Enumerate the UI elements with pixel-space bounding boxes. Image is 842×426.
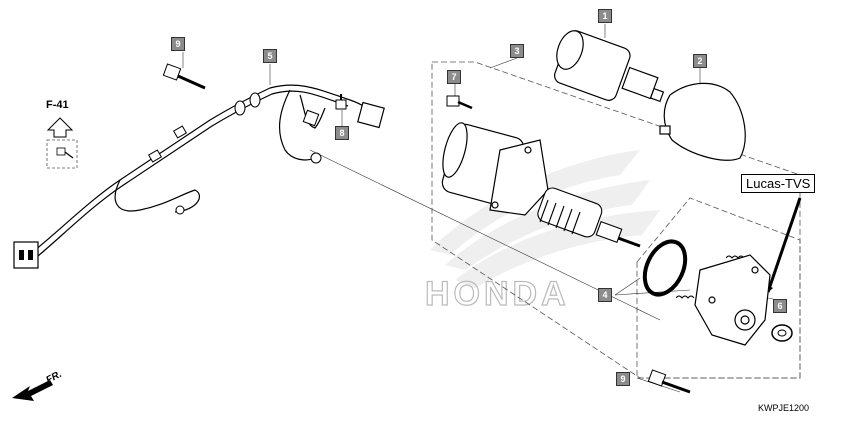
bolt-8	[335, 94, 347, 110]
brand-tag: Lucas-TVS	[741, 174, 816, 193]
starter-terminal-icon	[357, 101, 385, 129]
starter-motor-yoke	[441, 122, 549, 216]
wire-harness	[34, 84, 379, 257]
bolt-9-bottom	[647, 369, 691, 394]
bolt-7	[446, 95, 473, 110]
washer-6	[771, 324, 793, 342]
front-direction-arrow-icon	[12, 380, 53, 401]
reference-label[interactable]: F-41	[46, 99, 69, 111]
springs	[675, 255, 745, 299]
diagram-code: KWPJE1200	[758, 403, 810, 413]
starter-clutch-1	[554, 30, 665, 103]
connector-icon	[13, 241, 39, 269]
callout-3[interactable]: 3	[510, 44, 524, 58]
cover-2	[659, 82, 746, 161]
callout-8[interactable]: 8	[335, 126, 349, 140]
callout-7[interactable]: 7	[447, 70, 461, 84]
end-cover	[694, 254, 771, 346]
small-bolt-icon	[56, 147, 74, 159]
bolt-9-top	[162, 63, 206, 90]
callout-9-bottom[interactable]: 9	[616, 372, 630, 386]
callout-9-top[interactable]: 9	[171, 37, 185, 51]
callout-4[interactable]: 4	[598, 288, 612, 302]
up-arrow-icon	[46, 117, 74, 138]
callout-6[interactable]: 6	[773, 299, 787, 313]
callout-1[interactable]: 1	[598, 9, 612, 23]
armature	[537, 187, 641, 248]
leader-lines	[182, 24, 779, 393]
o-ring-4	[642, 239, 688, 297]
honda-watermark-text: HONDA	[425, 275, 570, 313]
callout-5[interactable]: 5	[263, 49, 277, 63]
callout-2[interactable]: 2	[693, 54, 707, 68]
reference-box	[46, 139, 78, 169]
harness-clamps	[147, 92, 322, 215]
lucas-arrow	[766, 197, 802, 293]
